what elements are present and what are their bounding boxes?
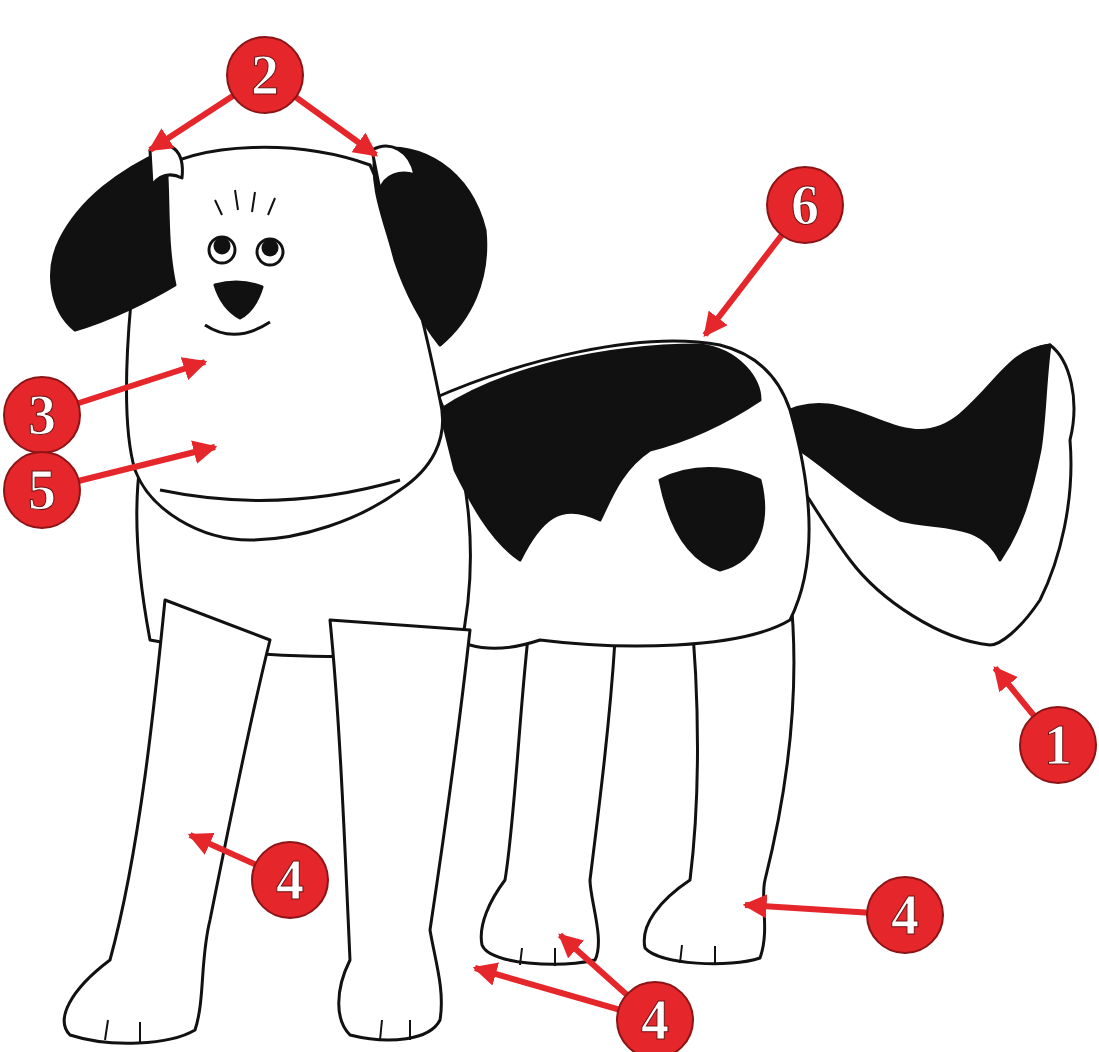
ear-fold <box>372 146 415 190</box>
front-leg <box>64 600 270 1043</box>
mouth <box>205 322 270 334</box>
brow-fur <box>215 190 275 215</box>
callout-number: 5 <box>4 452 80 528</box>
hind-leg <box>481 620 615 964</box>
pupil <box>215 239 229 253</box>
callout-number: 2 <box>227 37 303 113</box>
callout-number: 6 <box>767 167 843 243</box>
tail <box>775 345 1074 645</box>
body <box>430 341 809 648</box>
callout-number: 4 <box>252 842 328 918</box>
eye <box>209 237 235 263</box>
leader-arrows <box>42 75 1058 1020</box>
pupil <box>263 241 277 255</box>
rump-patch <box>660 468 764 570</box>
callout-number: 3 <box>4 377 80 453</box>
callout-number: 1 <box>1020 707 1096 783</box>
callout-circles <box>4 37 1096 1052</box>
tail-patch <box>780 345 1050 560</box>
front-leg <box>330 620 470 1040</box>
callout-number: 4 <box>867 877 943 953</box>
callout-number: 4 <box>617 982 693 1052</box>
ear-fold <box>150 145 182 185</box>
collar-fur <box>160 480 400 500</box>
nose <box>215 282 262 318</box>
eye <box>257 239 283 265</box>
dog <box>52 145 1074 1043</box>
